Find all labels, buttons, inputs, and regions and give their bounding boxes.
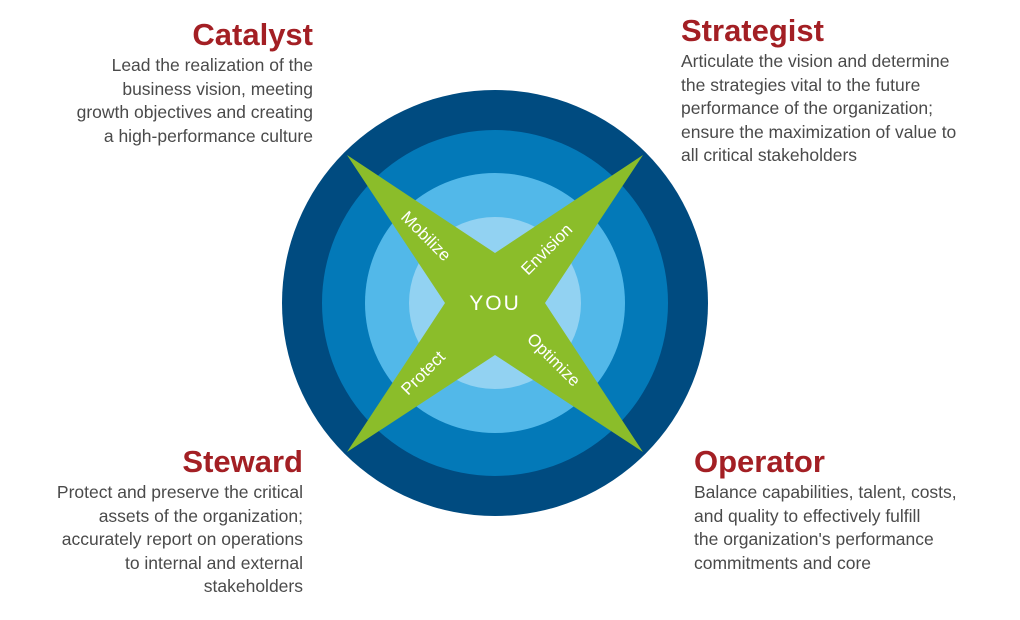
steward-title: Steward: [182, 444, 303, 479]
strategist-desc-line: the strategies vital to the future: [681, 74, 921, 95]
steward-desc-line: assets of the organization;: [98, 505, 303, 526]
strategist-desc-line: performance of the organization;: [681, 98, 933, 118]
operator-desc-line: commitments and core: [694, 552, 872, 573]
catalyst-desc-line: business vision, meeting: [122, 78, 313, 99]
catalyst-block: Catalyst Lead the realization of the bus…: [77, 18, 313, 148]
catalyst-title: Catalyst: [192, 17, 313, 52]
strategist-block: Strategist Articulate the vision and det…: [681, 14, 956, 168]
operator-block: Operator Balance capabilities, talent, c…: [694, 445, 957, 575]
catalyst-desc-line: a high-performance culture: [103, 125, 313, 146]
operator-desc-line: Balance capabilities, talent, costs,: [694, 482, 957, 502]
strategist-desc-line: ensure the maximization of value to: [681, 121, 957, 142]
operator-title: Operator: [694, 444, 825, 479]
center-label: YOU: [469, 292, 521, 315]
x-star: [347, 155, 643, 452]
catalyst-desc-line: growth objectives and creating: [76, 102, 313, 122]
steward-desc-line: Protect and preserve the critical: [56, 482, 303, 502]
strategist-desc-line: all critical stakeholders: [681, 145, 858, 165]
operator-desc-line: and quality to effectively fulfill: [694, 505, 921, 526]
strategist-desc-line: Articulate the vision and determine: [681, 51, 950, 71]
catalyst-desc-line: Lead the realization of the: [111, 55, 313, 75]
strategist-title: Strategist: [681, 13, 824, 48]
steward-desc-line: accurately report on operations: [61, 529, 303, 549]
steward-desc-line: stakeholders: [203, 576, 303, 596]
steward-desc-line: to internal and external: [124, 552, 303, 573]
steward-block: Steward Protect and preserve the critica…: [57, 445, 303, 599]
operator-desc-line: the organization's performance: [694, 529, 934, 549]
